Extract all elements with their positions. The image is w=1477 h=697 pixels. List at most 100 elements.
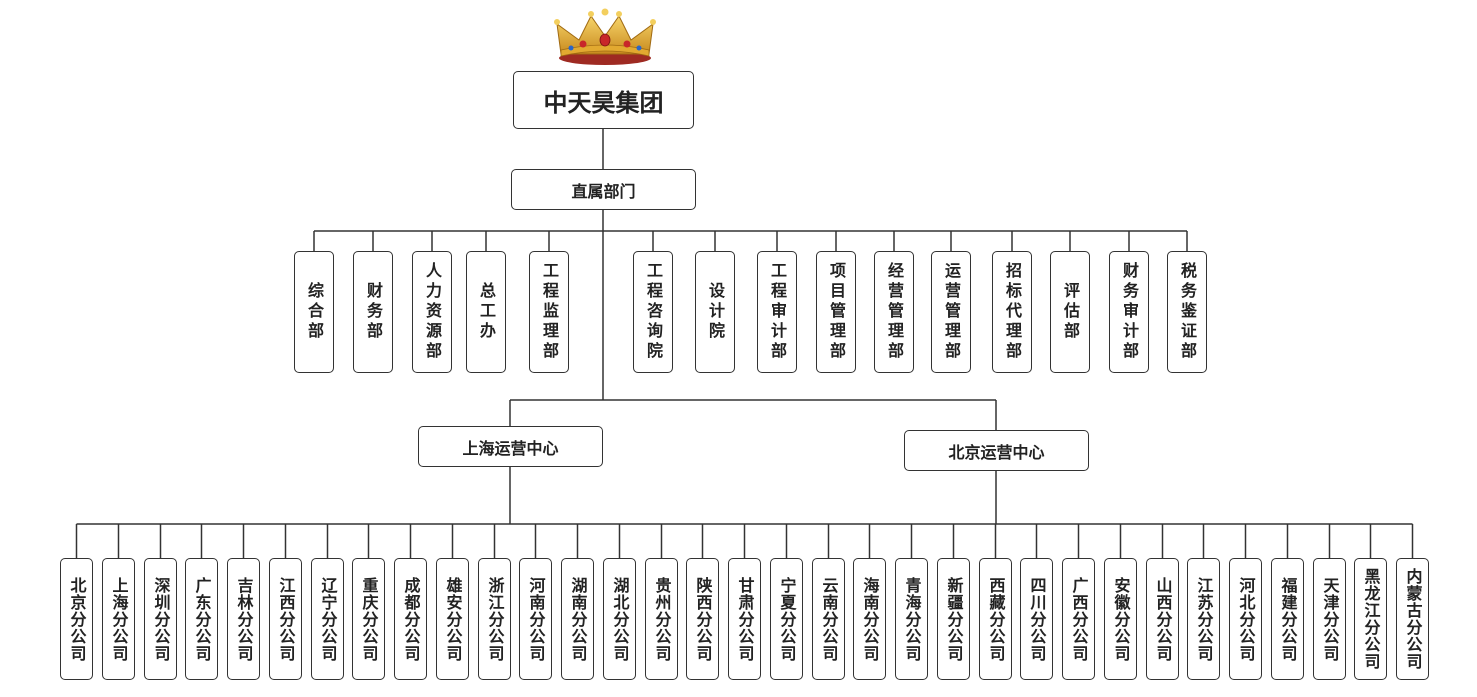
department-label: 综合部 — [305, 282, 324, 342]
department-node[interactable]: 人力资源部 — [412, 251, 452, 373]
center-label: 上海运营中心 — [462, 438, 559, 458]
department-node[interactable]: 经营管理部 — [874, 251, 914, 373]
branch-node[interactable]: 上海分公司 — [102, 558, 135, 680]
department-label: 工程监理部 — [540, 262, 559, 362]
department-label: 工程审计部 — [768, 262, 787, 362]
branch-node[interactable]: 广东分公司 — [185, 558, 218, 680]
branch-node[interactable]: 湖北分公司 — [603, 558, 636, 680]
branch-label: 北京分公司 — [67, 576, 87, 662]
root-label: 中天昊集团 — [543, 88, 664, 117]
department-node[interactable]: 工程审计部 — [757, 251, 797, 373]
branch-node[interactable]: 云南分公司 — [812, 558, 845, 680]
center-label: 北京运营中心 — [948, 442, 1045, 462]
department-node[interactable]: 评估部 — [1050, 251, 1090, 373]
branch-label: 青海分公司 — [902, 576, 922, 662]
branch-node[interactable]: 宁夏分公司 — [770, 558, 803, 680]
branch-node[interactable]: 内蒙古分公司 — [1396, 558, 1429, 680]
branch-node[interactable]: 江西分公司 — [269, 558, 302, 680]
branch-node[interactable]: 山西分公司 — [1146, 558, 1179, 680]
department-label: 财务审计部 — [1120, 262, 1139, 362]
department-label: 运营管理部 — [942, 262, 961, 362]
beijing-center-node[interactable]: 北京运营中心 — [904, 430, 1089, 471]
root-node[interactable]: 中天昊集团 — [513, 71, 694, 129]
department-label: 财务部 — [364, 282, 383, 342]
department-node[interactable]: 工程监理部 — [529, 251, 569, 373]
branch-node[interactable]: 吉林分公司 — [227, 558, 260, 680]
branch-node[interactable]: 海南分公司 — [853, 558, 886, 680]
branch-node[interactable]: 四川分公司 — [1020, 558, 1053, 680]
department-node[interactable]: 招标代理部 — [992, 251, 1032, 373]
branch-node[interactable]: 陕西分公司 — [686, 558, 719, 680]
branch-label: 湖南分公司 — [568, 576, 588, 662]
branch-label: 云南分公司 — [819, 576, 839, 662]
department-node[interactable]: 工程咨询院 — [633, 251, 673, 373]
branch-node[interactable]: 贵州分公司 — [645, 558, 678, 680]
branch-label: 吉林分公司 — [234, 576, 254, 662]
branch-node[interactable]: 北京分公司 — [60, 558, 93, 680]
branch-label: 重庆分公司 — [359, 576, 379, 662]
department-label: 工程咨询院 — [644, 262, 663, 362]
direct-departments-node[interactable]: 直属部门 — [511, 169, 696, 210]
department-node[interactable]: 财务审计部 — [1109, 251, 1149, 373]
branch-label: 湖北分公司 — [610, 576, 630, 662]
department-node[interactable]: 运营管理部 — [931, 251, 971, 373]
department-label: 税务鉴证部 — [1178, 262, 1197, 362]
department-label: 招标代理部 — [1003, 262, 1022, 362]
branch-node[interactable]: 浙江分公司 — [478, 558, 511, 680]
branch-label: 黑龙江分公司 — [1361, 568, 1381, 670]
branch-label: 西藏分公司 — [986, 576, 1006, 662]
shanghai-center-node[interactable]: 上海运营中心 — [418, 426, 603, 467]
department-node[interactable]: 财务部 — [353, 251, 393, 373]
branch-label: 河北分公司 — [1236, 576, 1256, 662]
branch-node[interactable]: 重庆分公司 — [352, 558, 385, 680]
branch-label: 成都分公司 — [401, 576, 421, 662]
branch-node[interactable]: 黑龙江分公司 — [1354, 558, 1387, 680]
branch-label: 河南分公司 — [526, 576, 546, 662]
branch-node[interactable]: 成都分公司 — [394, 558, 427, 680]
branch-label: 上海分公司 — [109, 576, 129, 662]
branch-label: 宁夏分公司 — [777, 576, 797, 662]
branch-label: 广东分公司 — [192, 576, 212, 662]
department-label: 人力资源部 — [423, 262, 442, 362]
crown-icon — [554, 8, 656, 65]
branch-node[interactable]: 广西分公司 — [1062, 558, 1095, 680]
department-label: 总工办 — [477, 282, 496, 342]
branch-node[interactable]: 甘肃分公司 — [728, 558, 761, 680]
department-node[interactable]: 综合部 — [294, 251, 334, 373]
department-label: 项目管理部 — [827, 262, 846, 362]
branch-label: 浙江分公司 — [485, 576, 505, 662]
branch-node[interactable]: 青海分公司 — [895, 558, 928, 680]
branch-label: 辽宁分公司 — [318, 576, 338, 662]
branch-label: 新疆分公司 — [944, 576, 964, 662]
branch-node[interactable]: 安徽分公司 — [1104, 558, 1137, 680]
department-node[interactable]: 税务鉴证部 — [1167, 251, 1207, 373]
branch-node[interactable]: 河南分公司 — [519, 558, 552, 680]
branch-node[interactable]: 辽宁分公司 — [311, 558, 344, 680]
branch-label: 深圳分公司 — [151, 576, 171, 662]
branch-label: 安徽分公司 — [1111, 576, 1131, 662]
department-node[interactable]: 设计院 — [695, 251, 735, 373]
department-node[interactable]: 总工办 — [466, 251, 506, 373]
branch-node[interactable]: 湖南分公司 — [561, 558, 594, 680]
branch-label: 山西分公司 — [1153, 576, 1173, 662]
branch-node[interactable]: 雄安分公司 — [436, 558, 469, 680]
branch-label: 陕西分公司 — [693, 576, 713, 662]
branch-node[interactable]: 深圳分公司 — [144, 558, 177, 680]
branch-node[interactable]: 天津分公司 — [1313, 558, 1346, 680]
branch-node[interactable]: 江苏分公司 — [1187, 558, 1220, 680]
branch-label: 江西分公司 — [276, 576, 296, 662]
branch-label: 雄安分公司 — [443, 576, 463, 662]
branch-node[interactable]: 河北分公司 — [1229, 558, 1262, 680]
department-node[interactable]: 项目管理部 — [816, 251, 856, 373]
branch-label: 广西分公司 — [1069, 576, 1089, 662]
branch-label: 甘肃分公司 — [735, 576, 755, 662]
branch-label: 天津分公司 — [1320, 576, 1340, 662]
branch-node[interactable]: 西藏分公司 — [979, 558, 1012, 680]
department-label: 设计院 — [706, 282, 725, 342]
branch-node[interactable]: 福建分公司 — [1271, 558, 1304, 680]
branch-label: 福建分公司 — [1278, 576, 1298, 662]
branch-node[interactable]: 新疆分公司 — [937, 558, 970, 680]
branch-label: 四川分公司 — [1027, 576, 1047, 662]
